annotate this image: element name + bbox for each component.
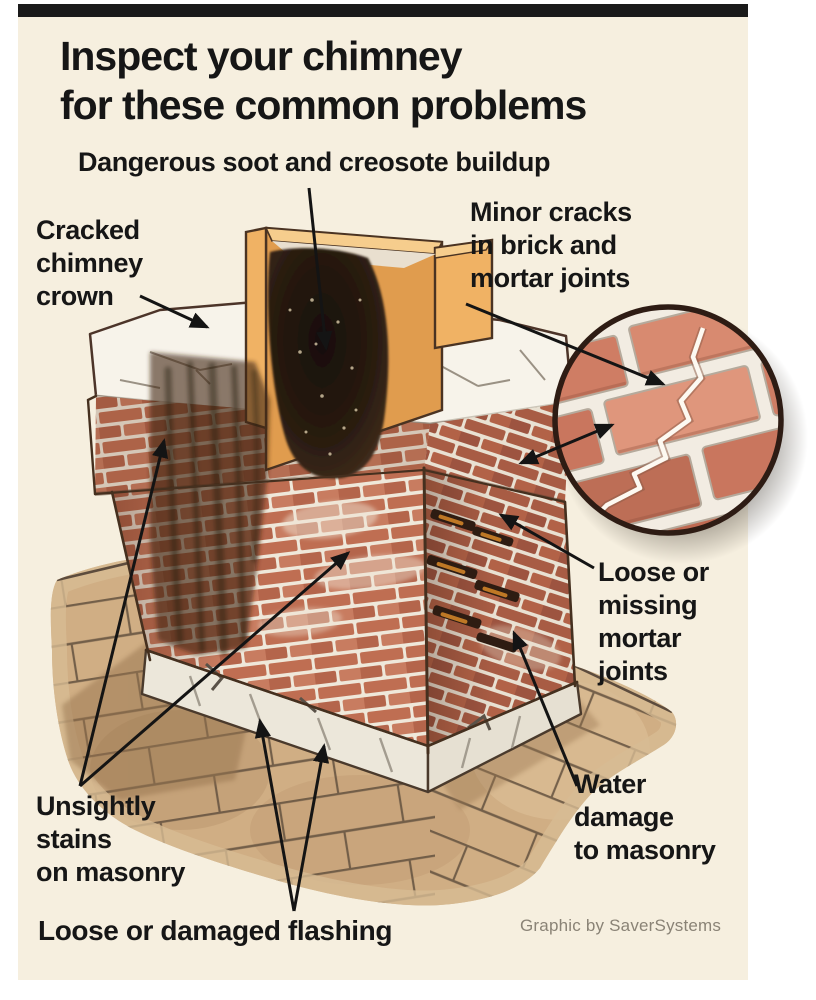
callout-stains: Unsightly stains on masonry <box>36 791 186 887</box>
callout-minor-cracks: Minor cracks in brick and mortar joints <box>470 197 632 293</box>
arrow-stains-2 <box>79 551 351 788</box>
arrow-mortar-joints <box>498 513 595 570</box>
credit-line: Graphic by SaverSystems <box>520 916 722 935</box>
arrow-flashing-1 <box>254 718 296 912</box>
missing-mortar-joints <box>426 508 520 653</box>
arrow-water-damage <box>512 630 579 787</box>
callout-mortar-joints: Loose or missing mortar joints <box>598 557 709 686</box>
crack-line <box>576 327 706 533</box>
flashing <box>140 648 583 794</box>
callout-soot: Dangerous soot and creosote buildup <box>78 147 551 177</box>
callout-cracked-crown: Cracked chimney crown <box>36 215 143 311</box>
arrow-minor-cracks <box>465 302 666 386</box>
arrow-crown <box>139 294 210 329</box>
callout-flashing: Loose or damaged flashing <box>38 915 393 946</box>
arrow-flashing-2 <box>292 743 330 912</box>
arrow-stains-1 <box>78 438 169 787</box>
chimney-right-face <box>424 468 575 753</box>
arrow-zoom-link <box>518 423 615 465</box>
page-title: Inspect your chimney for these common pr… <box>60 33 587 128</box>
magnifier-ring <box>552 304 784 536</box>
arrow-soot <box>307 187 333 351</box>
top-accent-bar <box>18 4 748 17</box>
soot-creosote-stain <box>267 248 389 479</box>
callout-water-damage: Water damage to masonry <box>574 769 716 865</box>
chimney-stain-dark <box>150 352 270 656</box>
chimney <box>86 226 583 794</box>
